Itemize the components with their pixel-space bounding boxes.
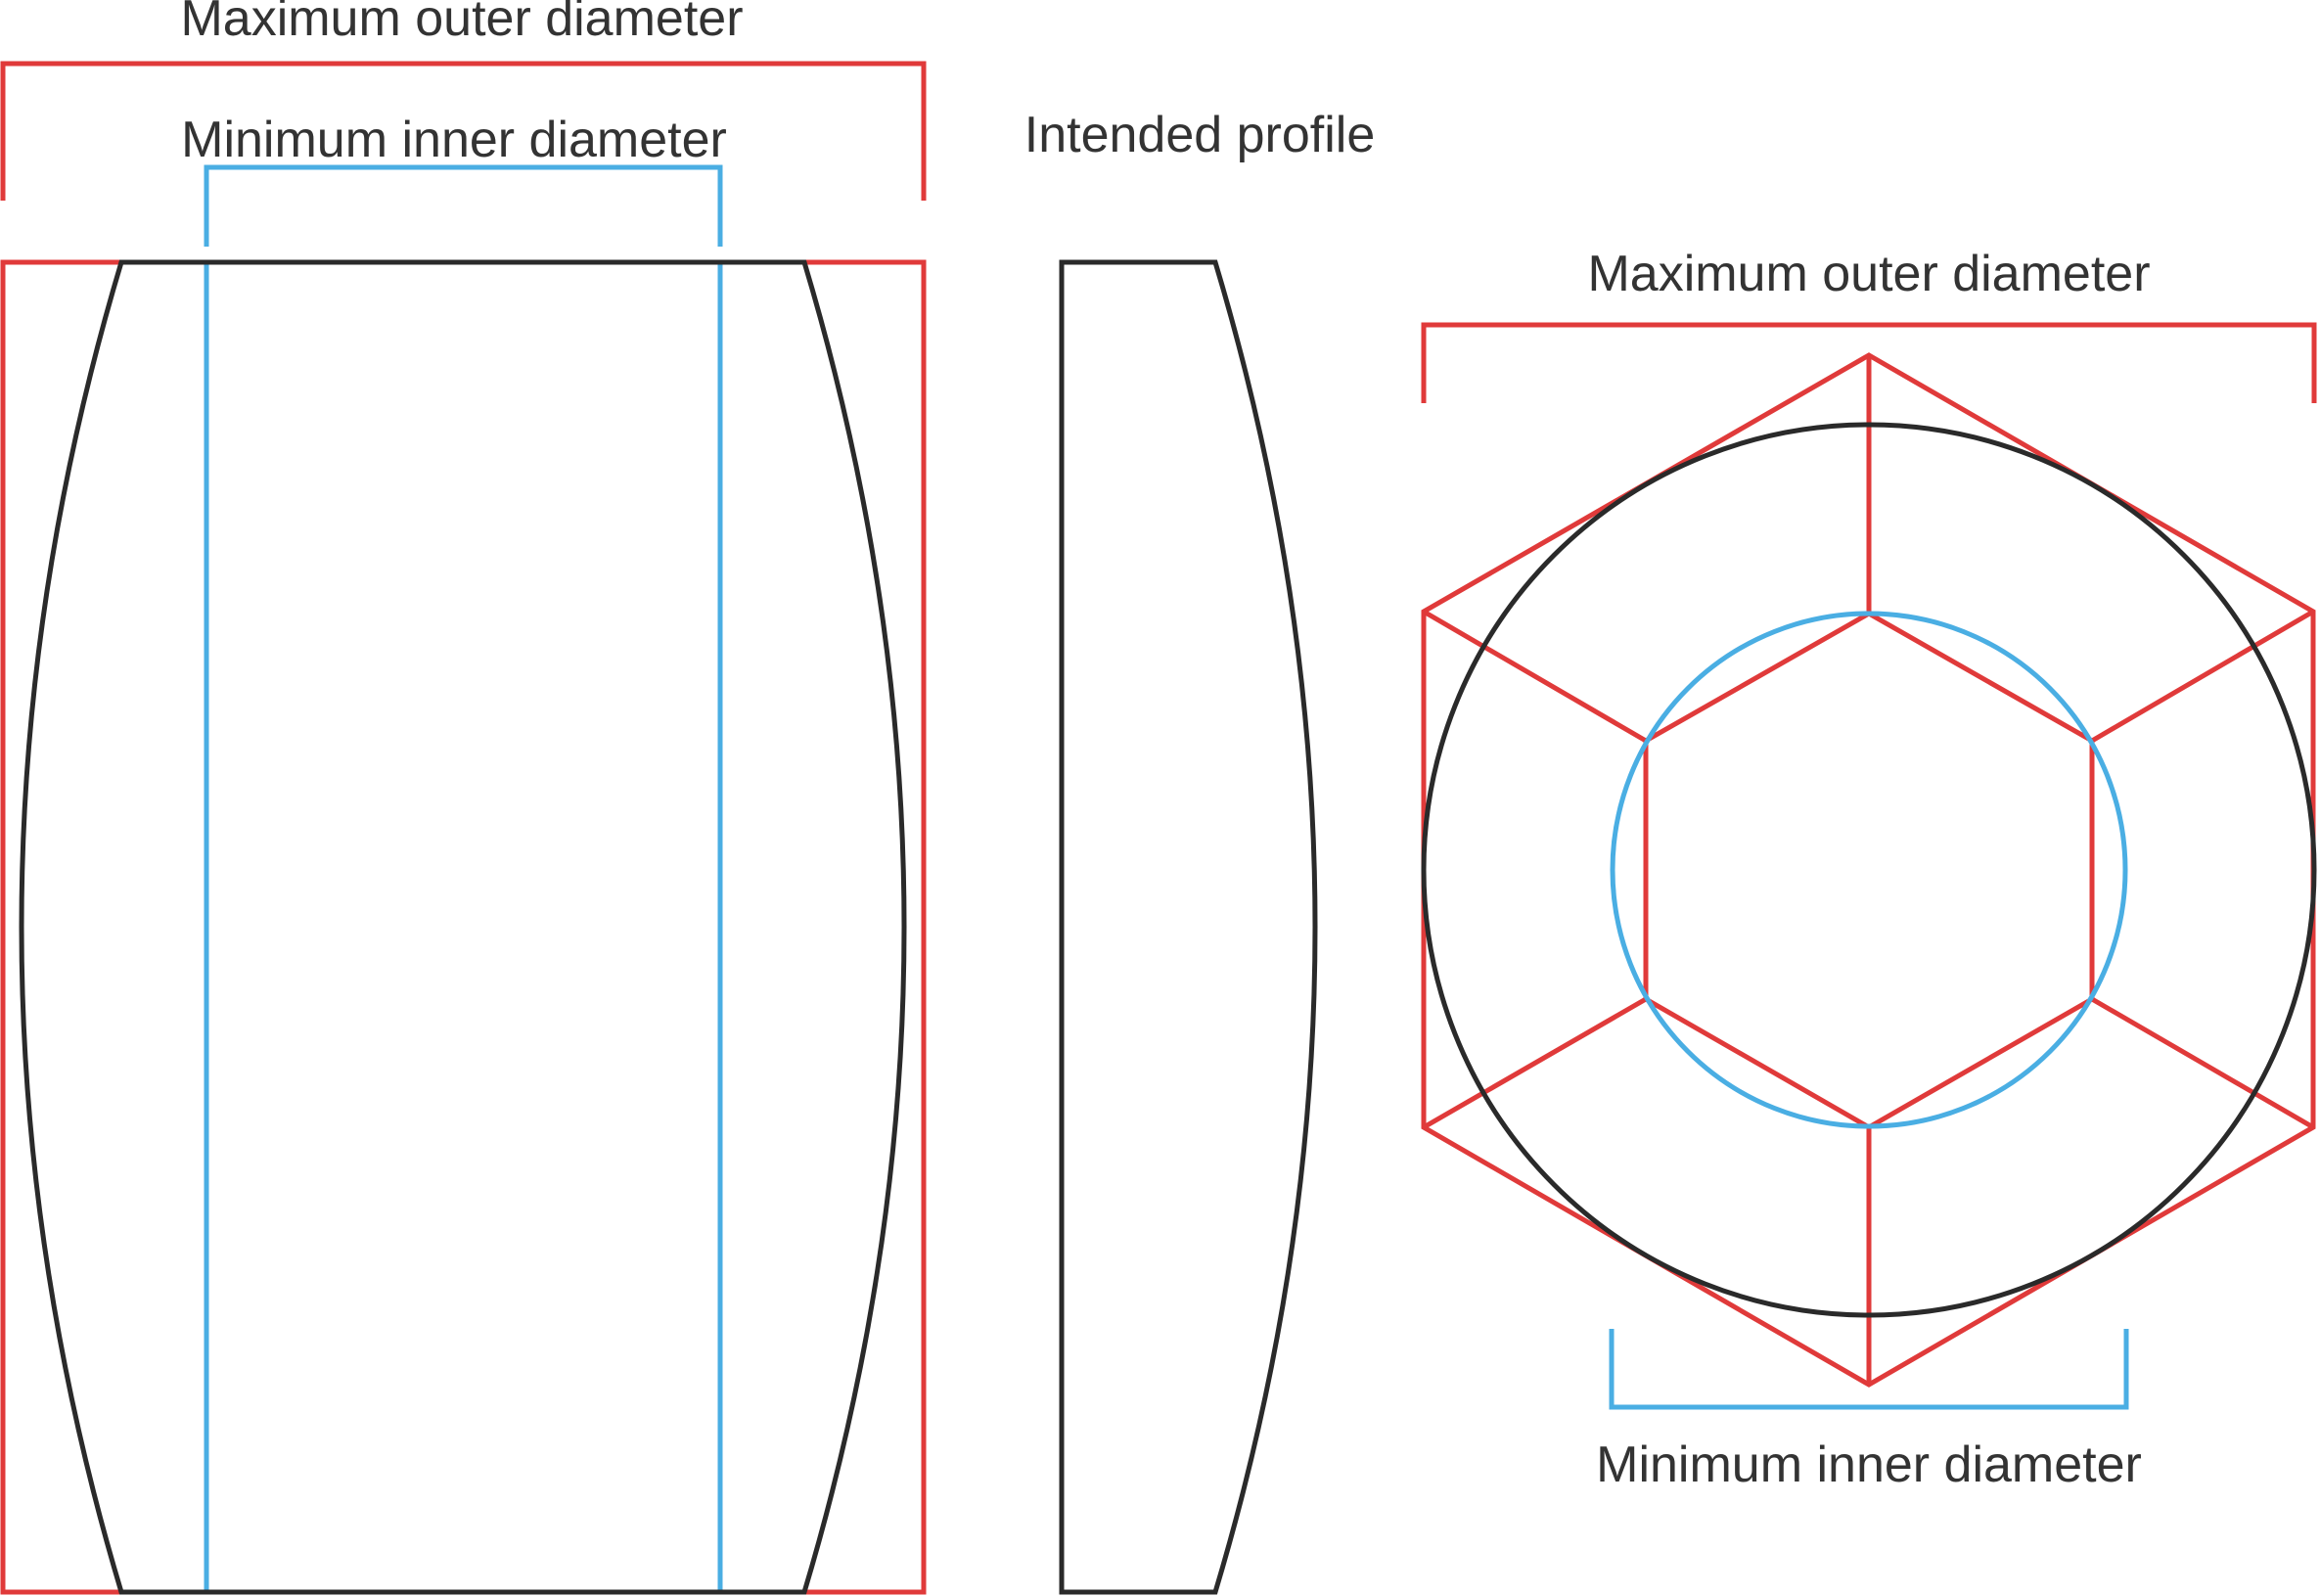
barrel-profile-shape bbox=[19, 259, 907, 1595]
side-inner-diameter-bracket bbox=[204, 164, 723, 247]
top-inner-diameter-bracket bbox=[1609, 1329, 2129, 1410]
side-outer-diameter-label: Maximum outer diameter bbox=[180, 0, 743, 47]
hex-connector-upper-left bbox=[1422, 609, 1648, 744]
side-view: Maximum outer diameter Minimum inner dia… bbox=[0, 0, 927, 1595]
end-view: Maximum outer diameter Minimum inner dia… bbox=[1421, 246, 2317, 1493]
top-inner-diameter-label: Minimum inner diameter bbox=[1596, 1436, 2142, 1493]
profile-outer-circle bbox=[1421, 422, 2317, 1318]
inner-hexagon bbox=[1643, 611, 2095, 1130]
side-inner-diameter-label: Minimum inner diameter bbox=[181, 112, 727, 168]
hex-connector-lower-left bbox=[1422, 996, 1648, 1130]
max-outer-envelope-rect bbox=[0, 259, 927, 1595]
side-outer-diameter-bracket bbox=[0, 61, 927, 201]
intended-profile-shape bbox=[1059, 259, 1318, 1595]
hex-connector-upper-right bbox=[2090, 609, 2315, 744]
top-outer-diameter-bracket bbox=[1421, 322, 2317, 403]
min-inner-circle bbox=[1610, 611, 2128, 1129]
hex-connector-lower-right bbox=[2090, 996, 2315, 1130]
intended-profile-view: Intended profile bbox=[1024, 107, 1376, 1595]
top-outer-diameter-label: Maximum outer diameter bbox=[1587, 246, 2150, 302]
intended-profile-label: Intended profile bbox=[1024, 107, 1376, 163]
